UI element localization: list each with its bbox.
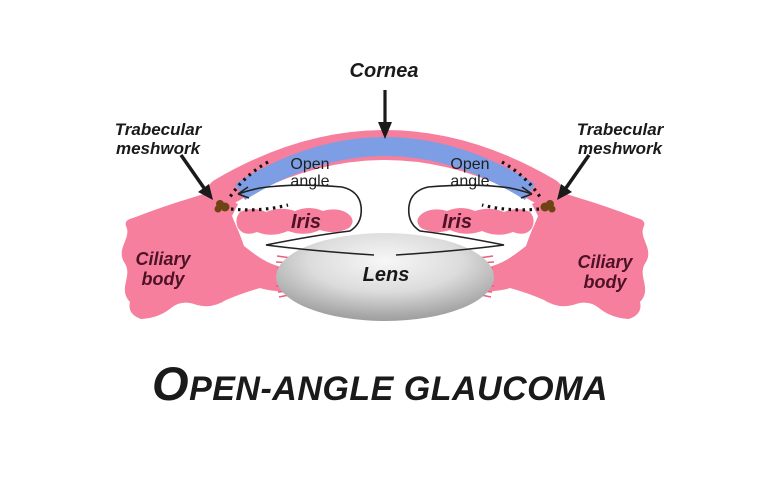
ciliary-body-label-line2: body — [583, 272, 627, 292]
ciliary-body-label-right: Ciliary body — [577, 252, 632, 292]
trabecular-meshwork-label-line1: Trabecular — [576, 119, 664, 139]
ciliary-body-label-line1: Ciliary — [135, 248, 191, 269]
iris-label-left: Iris — [290, 211, 322, 234]
open-angle-label-line2: angle — [290, 173, 330, 190]
lens-label: Lens — [362, 264, 410, 287]
diagram-title-lead-letter: O — [152, 357, 190, 410]
ciliary-body-label-left: Ciliary body — [135, 249, 190, 289]
open-angle-label-line1: Open — [450, 156, 490, 174]
right-aqueous-flow-arrow — [395, 184, 533, 256]
right-ciliary-sclera-shape — [478, 191, 649, 319]
trabecular-meshwork-label-line2: meshwork — [577, 139, 663, 158]
ciliary-body-label-line1: Ciliary — [577, 251, 633, 272]
open-angle-label-line2: angle — [450, 173, 490, 190]
left-iris-shape — [236, 208, 353, 235]
trabecular-meshwork-label-line2: meshwork — [115, 139, 201, 158]
left-open-angle-dashed-lines — [226, 160, 289, 212]
right-trabecular-pointer-arrow — [557, 153, 591, 200]
cornea-label: Cornea — [349, 60, 419, 83]
diagram-title: OPEN-ANGLE GLAUCOMA — [0, 356, 760, 411]
cornea-blue-band — [234, 137, 536, 201]
right-open-angle-dashed-lines — [481, 160, 544, 212]
trabecular-meshwork-label-right: Trabecular meshwork — [577, 120, 664, 158]
left-trabecular-pointer-arrow — [179, 153, 213, 200]
right-trabecular-dot — [540, 200, 556, 213]
open-angle-label-left: Open angle — [290, 156, 330, 191]
trabecular-meshwork-label-left: Trabecular meshwork — [115, 120, 202, 158]
ciliary-body-label-line2: body — [141, 269, 185, 289]
iris-label-right: Iris — [441, 211, 473, 234]
left-aqueous-flow-arrow — [237, 184, 375, 256]
open-angle-label-line1: Open — [290, 156, 330, 174]
lens-shape — [276, 233, 494, 321]
open-angle-label-right: Open angle — [450, 156, 490, 191]
left-ciliary-sclera-shape — [121, 191, 293, 319]
trabecular-meshwork-label-line1: Trabecular — [114, 119, 202, 139]
cornea-pointer-arrow — [378, 90, 392, 139]
left-trabecular-dot — [214, 200, 230, 213]
diagram-title-rest: PEN-ANGLE GLAUCOMA — [189, 370, 608, 408]
right-iris-shape — [417, 208, 534, 235]
